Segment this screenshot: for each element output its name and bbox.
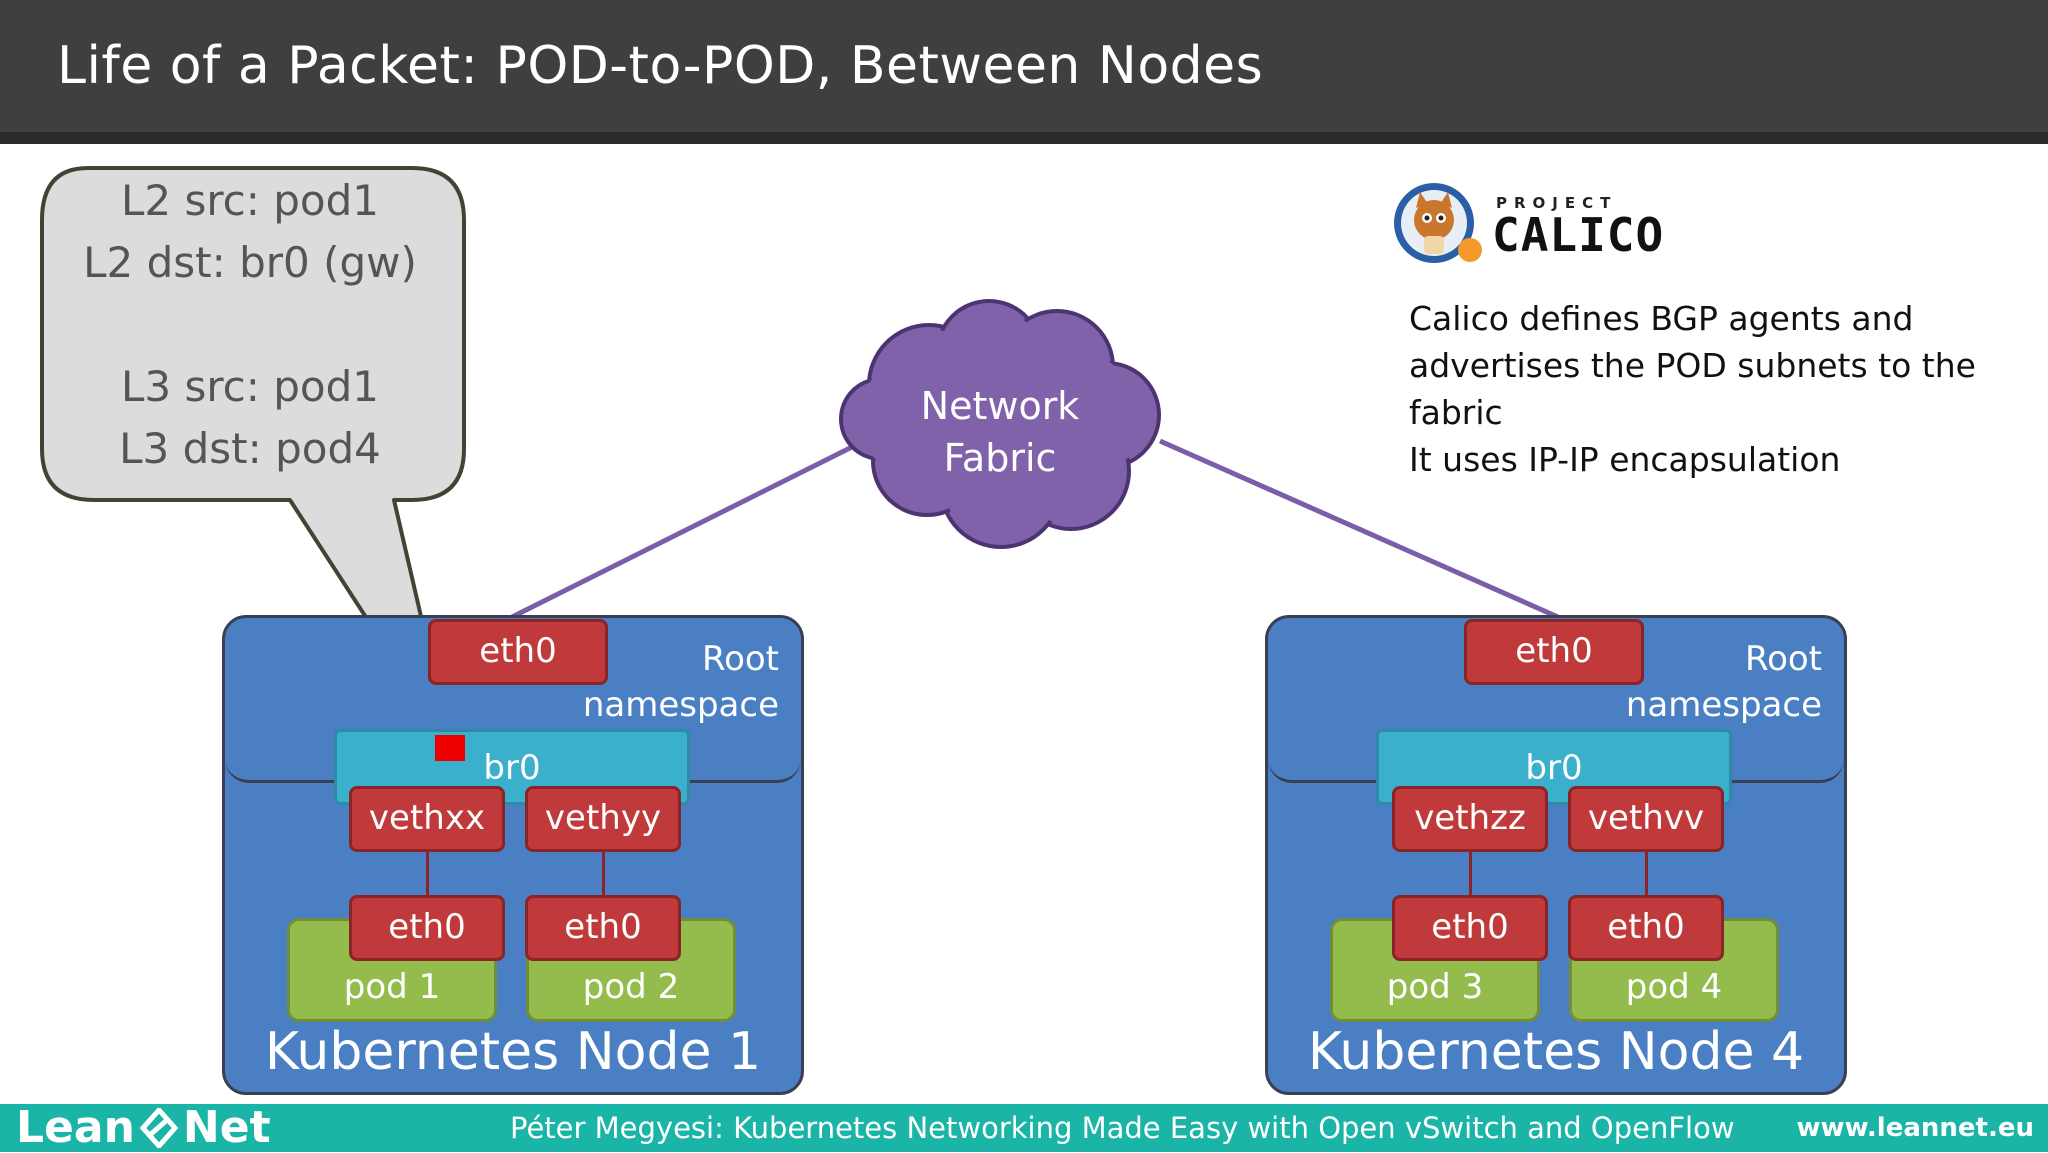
logo-text-left: Lean (16, 1102, 135, 1153)
calico-desc-line-2: advertises the POD subnets to the (1409, 346, 1976, 385)
veth-interface-1: vethzz (1392, 786, 1548, 852)
leannet-logo: Lean Net (16, 1102, 271, 1153)
veth-interface-2: vethvv (1568, 786, 1724, 852)
node-eth0-interface: eth0 (428, 619, 608, 685)
network-fabric-label: Network Fabric (880, 380, 1120, 484)
root-namespace-label: Root namespace (579, 636, 779, 728)
fabric-label-line2: Fabric (943, 436, 1057, 480)
slide-footer (0, 1104, 2048, 1152)
footer-caption: Péter Megyesi: Kubernetes Networking Mad… (510, 1111, 1735, 1145)
root-namespace-label: Root namespace (1622, 636, 1822, 728)
logo-text-right: Net (182, 1102, 271, 1153)
project-calico-logo: PROJECT CALICO (1392, 178, 1682, 272)
pod-eth0-1: eth0 (349, 895, 505, 961)
kubernetes-node-1: Root namespace eth0 br0 vethxx vethyy po… (222, 615, 804, 1095)
packet-position-marker (435, 735, 465, 761)
kubernetes-node-4: Root namespace eth0 br0 vethzz vethvv po… (1265, 615, 1847, 1095)
calico-logo-main: CALICO (1492, 208, 1665, 262)
network-fabric-cloud (839, 299, 1161, 549)
pod-eth0-2: eth0 (525, 895, 681, 961)
calico-logo-top: PROJECT (1496, 194, 1618, 212)
veth-link-1 (1469, 852, 1472, 896)
fabric-label-line1: Network (920, 384, 1080, 428)
root-ns-line1: Root (701, 639, 779, 679)
footer-url: www.leannet.eu (1796, 1113, 2034, 1143)
leaf-icon (139, 1107, 179, 1148)
veth-link-2 (1645, 852, 1648, 896)
link-node4-fabric (1158, 438, 1560, 620)
calico-description: Calico defines BGP agents and advertises… (1409, 295, 2009, 483)
node-eth0-interface: eth0 (1464, 619, 1644, 685)
l2-dst-label: L2 dst: br0 (gw) (83, 238, 417, 287)
calico-desc-line-1: Calico defines BGP agents and (1409, 299, 1914, 338)
veth-link-2 (602, 852, 605, 896)
slide-title: Life of a Packet: POD-to-POD, Between No… (57, 36, 1264, 96)
root-ns-line2: namespace (1625, 685, 1822, 725)
packet-headers-callout: L2 src: pod1 L2 dst: br0 (gw) L3 src: po… (40, 170, 460, 480)
pod-eth0-4: eth0 (1568, 895, 1724, 961)
l3-dst-label: L3 dst: pod4 (119, 424, 381, 473)
veth-interface-1: vethxx (349, 786, 505, 852)
veth-interface-2: vethyy (525, 786, 681, 852)
calico-desc-line-3: fabric (1409, 393, 1503, 432)
root-ns-line1: Root (1744, 639, 1822, 679)
l2-src-label: L2 src: pod1 (120, 176, 380, 225)
pod-eth0-3: eth0 (1392, 895, 1548, 961)
l3-src-label: L3 src: pod1 (120, 362, 380, 411)
veth-link-1 (426, 852, 429, 896)
link-node1-fabric (510, 435, 872, 620)
slide-header: Life of a Packet: POD-to-POD, Between No… (0, 0, 2048, 144)
calico-desc-line-4: It uses IP-IP encapsulation (1409, 440, 1841, 479)
root-ns-line2: namespace (582, 685, 779, 725)
node-title: Kubernetes Node 4 (1307, 1022, 1805, 1082)
node-title: Kubernetes Node 1 (264, 1022, 762, 1082)
